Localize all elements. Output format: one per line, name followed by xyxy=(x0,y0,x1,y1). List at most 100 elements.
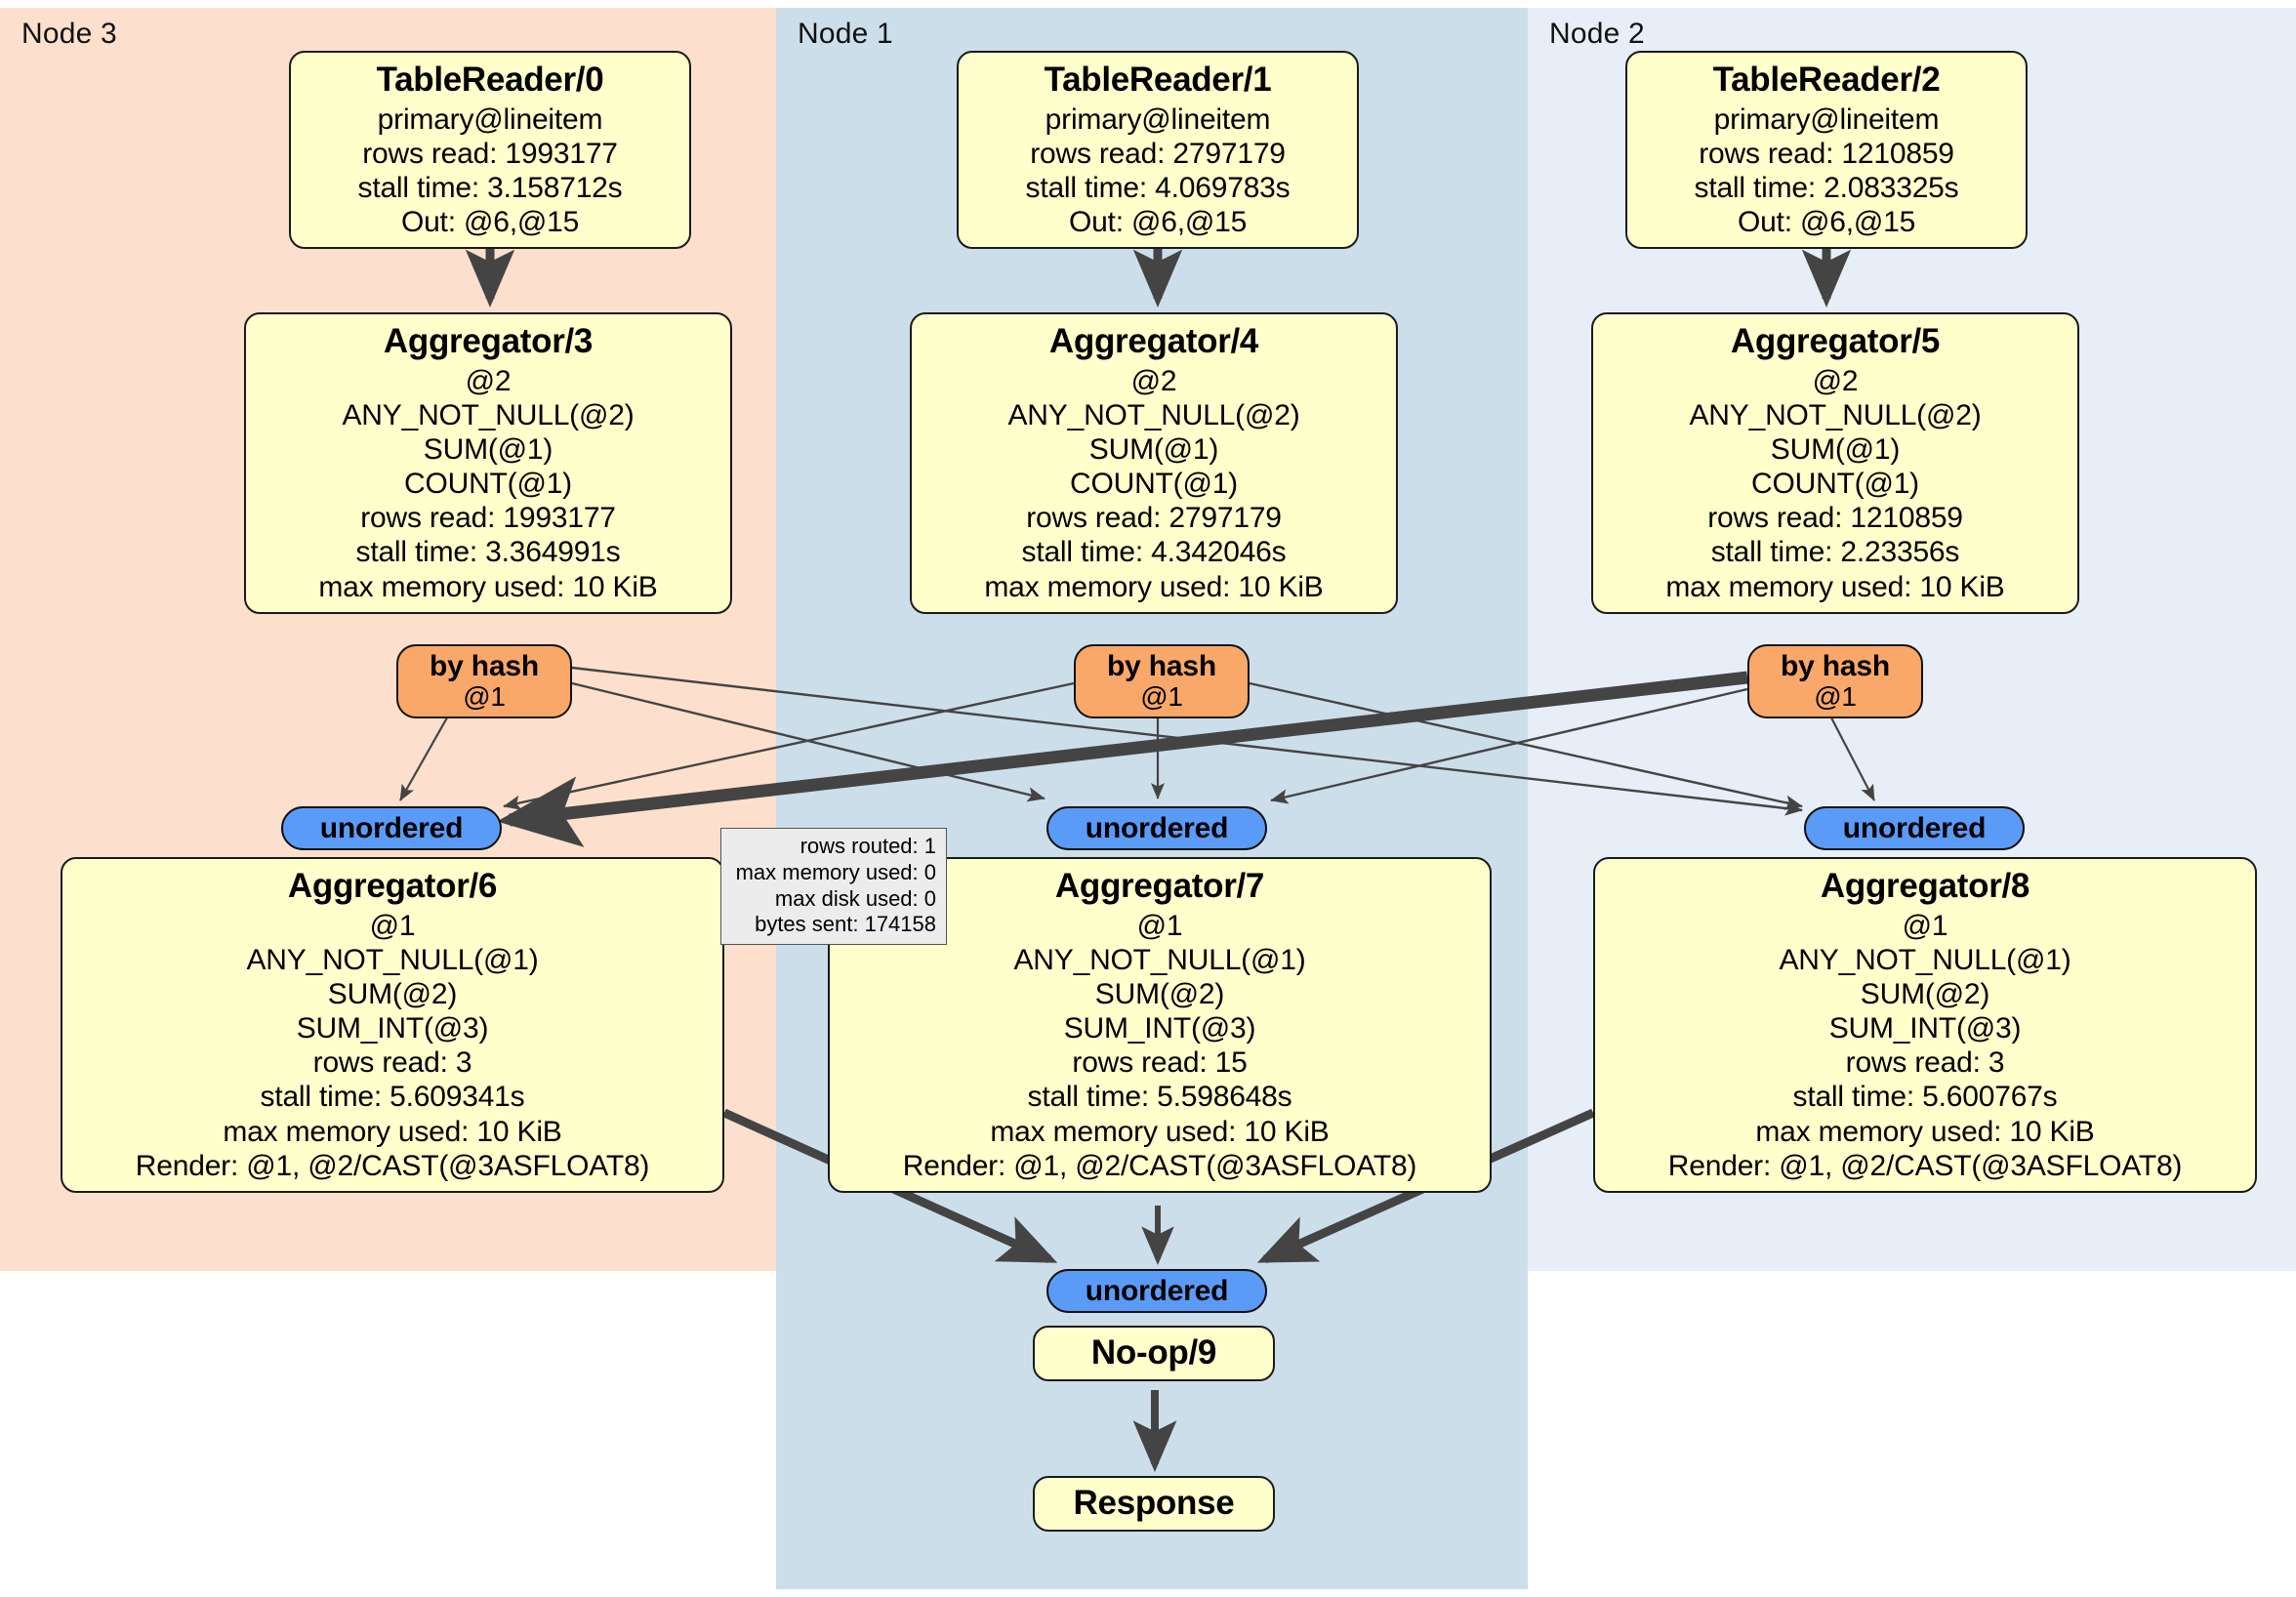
processor-detail-line: SUM_INT(@3) xyxy=(296,1012,489,1045)
processor-detail-line: stall time: 4.342046s xyxy=(1021,536,1287,569)
router-column: @1 xyxy=(1814,681,1857,712)
processor-detail-line: @1 xyxy=(1136,909,1183,942)
stream-unordered-unordered8[interactable]: unordered xyxy=(1804,806,2025,850)
processor-detail-line: primary@lineitem xyxy=(377,102,603,136)
processor-detail-line: SUM(@2) xyxy=(1860,978,1990,1011)
processor-detail-line: rows read: 3 xyxy=(1845,1046,2005,1080)
processor-detail-line: SUM(@2) xyxy=(1094,978,1225,1011)
processor-title: Aggregator/5 xyxy=(1730,322,1941,360)
processor-detail-line: Out: @6,@15 xyxy=(1068,206,1248,239)
processor-detail-line: ANY_NOT_NULL(@1) xyxy=(1013,944,1306,977)
cluster-label-node-1: Node 1 xyxy=(798,18,893,50)
processor-detail-line: Out: @6,@15 xyxy=(400,206,580,239)
processor-title: TableReader/0 xyxy=(376,61,604,99)
processor-detail-line: Render: @1, @2/CAST(@3ASFLOAT8) xyxy=(902,1149,1417,1182)
processor-detail-line: SUM_INT(@3) xyxy=(1063,1012,1256,1045)
processor-detail-line: SUM(@1) xyxy=(1770,433,1901,467)
router-by-hash-byhash4[interactable]: by hash@1 xyxy=(1074,644,1250,718)
processor-detail-line: @1 xyxy=(1902,909,1948,942)
cluster-label-node-2: Node 2 xyxy=(1549,18,1645,50)
processor-detail-line: rows read: 1993177 xyxy=(360,502,616,535)
router-label: by hash xyxy=(1781,650,1890,682)
processor-detail-line: stall time: 5.600767s xyxy=(1792,1081,2058,1114)
processor-detail-line: COUNT(@1) xyxy=(1751,468,1919,501)
processor-title: Aggregator/3 xyxy=(383,322,594,360)
processor-title: Aggregator/8 xyxy=(1820,867,2030,905)
router-label: unordered xyxy=(1085,1275,1229,1307)
processor-detail-line: stall time: 2.083325s xyxy=(1694,172,1959,205)
processor-title: TableReader/1 xyxy=(1044,61,1272,99)
processor-detail-line: rows read: 1993177 xyxy=(362,138,618,171)
processor-detail-line: stall time: 4.069783s xyxy=(1025,172,1291,205)
processor-detail-line: Render: @1, @2/CAST(@3ASFLOAT8) xyxy=(135,1149,650,1182)
processor-detail-line: @2 xyxy=(465,364,512,397)
processor-detail-line: primary@lineitem xyxy=(1045,102,1271,136)
processor-title: No-op/9 xyxy=(1090,1333,1217,1372)
processor-node-response[interactable]: Response xyxy=(1033,1476,1275,1532)
stream-unordered-unordered9[interactable]: unordered xyxy=(1046,1269,1267,1313)
stream-stat-line: rows routed: 1 xyxy=(800,834,936,858)
router-label: by hash xyxy=(1107,650,1216,682)
processor-detail-line: SUM(@2) xyxy=(327,978,458,1011)
processor-detail-line: max memory used: 10 KiB xyxy=(223,1115,562,1148)
processor-detail-line: @1 xyxy=(369,909,416,942)
processor-detail-line: rows read: 2797179 xyxy=(1026,502,1282,535)
processor-detail-line: rows read: 1210859 xyxy=(1707,502,1963,535)
processor-detail-line: ANY_NOT_NULL(@2) xyxy=(1007,399,1300,432)
router-by-hash-byhash5[interactable]: by hash@1 xyxy=(1747,644,1923,718)
cluster-label-node-3: Node 3 xyxy=(21,18,117,50)
router-by-hash-byhash3[interactable]: by hash@1 xyxy=(396,644,572,718)
stream-stat-line: bytes sent: 174158 xyxy=(755,912,936,937)
processor-detail-line: rows read: 15 xyxy=(1072,1046,1248,1080)
processor-detail-line: SUM(@1) xyxy=(423,433,554,467)
processor-detail-line: stall time: 2.23356s xyxy=(1710,536,1960,569)
processor-detail-line: max memory used: 10 KiB xyxy=(318,570,658,603)
processor-title: Aggregator/4 xyxy=(1048,322,1259,360)
processor-detail-line: stall time: 3.364991s xyxy=(355,536,621,569)
router-label: by hash xyxy=(430,650,539,682)
processor-detail-line: SUM_INT(@3) xyxy=(1828,1012,2022,1045)
processor-detail-line: max memory used: 10 KiB xyxy=(984,570,1324,603)
processor-node-noop9[interactable]: No-op/9 xyxy=(1033,1326,1275,1381)
processor-detail-line: stall time: 3.158712s xyxy=(357,172,623,205)
processor-detail-line: rows read: 1210859 xyxy=(1699,138,1954,171)
processor-title: Aggregator/7 xyxy=(1054,867,1265,905)
processor-detail-line: ANY_NOT_NULL(@2) xyxy=(342,399,635,432)
processor-detail-line: SUM(@1) xyxy=(1088,433,1219,467)
router-label: unordered xyxy=(1842,812,1987,844)
processor-detail-line: rows read: 2797179 xyxy=(1030,138,1286,171)
processor-detail-line: primary@lineitem xyxy=(1713,102,1940,136)
processor-detail-line: max memory used: 10 KiB xyxy=(1755,1115,2095,1148)
router-column: @1 xyxy=(1140,681,1183,712)
processor-detail-line: Out: @6,@15 xyxy=(1737,206,1916,239)
stream-stat-line: max memory used: 0 xyxy=(735,859,936,884)
processor-title: TableReader/2 xyxy=(1712,61,1941,99)
stream-unordered-unordered6[interactable]: unordered xyxy=(281,806,502,850)
stream-stat-line: max disk used: 0 xyxy=(774,885,936,911)
processor-detail-line: max memory used: 10 KiB xyxy=(990,1115,1330,1148)
processor-detail-line: ANY_NOT_NULL(@2) xyxy=(1689,399,1982,432)
processor-detail-line: COUNT(@1) xyxy=(1070,468,1238,501)
processor-detail-line: @2 xyxy=(1130,364,1177,397)
processor-detail-line: stall time: 5.609341s xyxy=(260,1081,525,1114)
router-label: unordered xyxy=(1085,812,1229,844)
router-column: @1 xyxy=(463,681,506,712)
stream-unordered-unordered7[interactable]: unordered xyxy=(1046,806,1267,850)
processor-title: Response xyxy=(1073,1484,1235,1522)
processor-detail-line: @2 xyxy=(1812,364,1859,397)
processor-detail-line: rows read: 3 xyxy=(312,1046,472,1080)
processor-detail-line: ANY_NOT_NULL(@1) xyxy=(246,944,539,977)
processor-detail-line: COUNT(@1) xyxy=(404,468,572,501)
processor-detail-line: ANY_NOT_NULL(@1) xyxy=(1779,944,2071,977)
